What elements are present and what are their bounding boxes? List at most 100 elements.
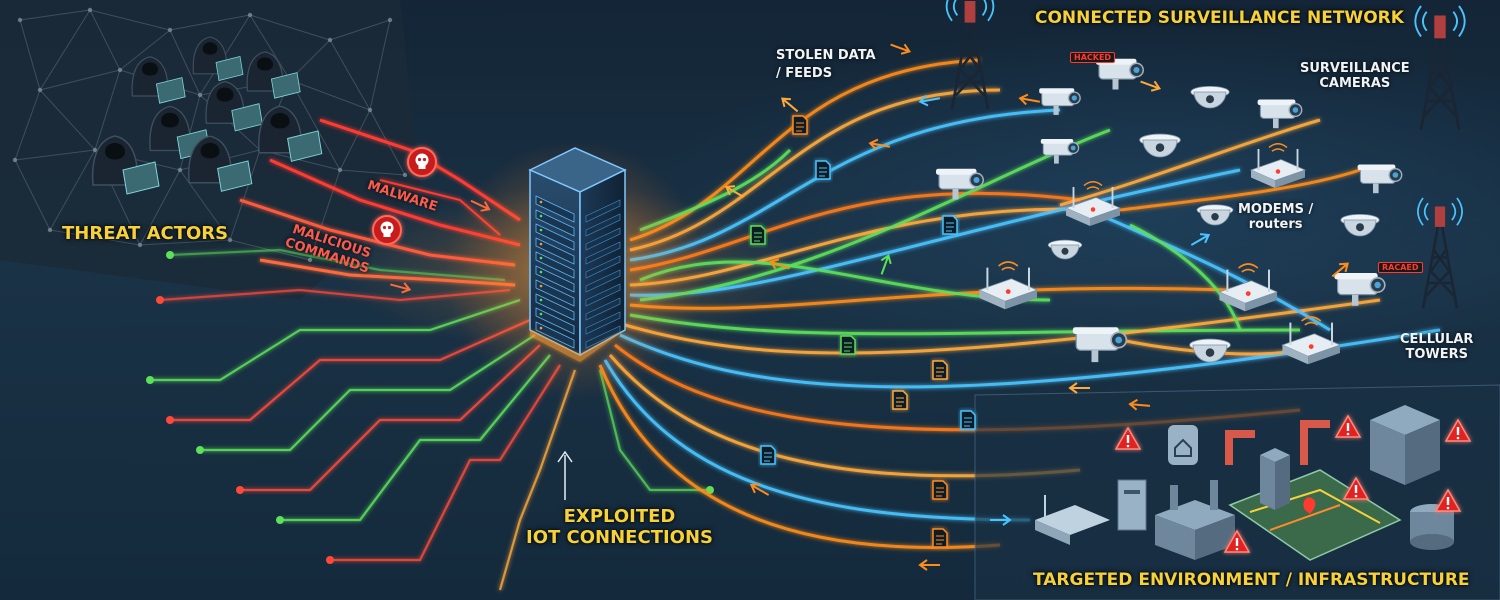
rack-slot [535, 265, 575, 293]
data-flow-line [1129, 223, 1242, 331]
building-icon [1370, 405, 1440, 485]
mesh-node [117, 67, 123, 73]
hooded-hacker-icon [246, 51, 301, 99]
router-icon [1064, 181, 1122, 226]
stolen-data-line-1: STOLEN DATA [776, 48, 876, 63]
surveillance-camera-icon [1096, 58, 1144, 90]
threat-actors-label: THREAT ACTORS [62, 223, 229, 244]
rack-slot [535, 237, 575, 265]
exploited-iot-label: EXPLOITED IOT CONNECTIONS [526, 506, 713, 548]
cellular-towers-line-1: CELLULAR [1400, 332, 1474, 347]
cellular-towers-label: CELLULAR TOWERS [1400, 332, 1474, 363]
cellular-towers-line-2: TOWERS [1405, 346, 1468, 362]
hooded-hacker-icon [188, 135, 253, 192]
surveillance-camera-icon [1334, 273, 1386, 306]
mesh-node [17, 17, 23, 23]
exploited-iot-line-2: IOT CONNECTIONS [526, 526, 713, 548]
hooded-hacker-icon [205, 80, 263, 132]
targeted-environment-label: TARGETED ENVIRONMENT / INFRASTRUCTURE [1033, 570, 1470, 590]
data-flow-line [629, 286, 1231, 310]
stolen-data-label: STOLEN DATA / FEEDS [776, 47, 876, 82]
circuit-node [156, 296, 164, 304]
mesh-node [227, 237, 233, 243]
direction-arrows [390, 43, 1349, 571]
mesh-node [92, 147, 98, 153]
direction-arrow [1190, 233, 1211, 246]
direction-arrow [781, 97, 799, 113]
circuit-node [166, 416, 174, 424]
hooded-hacker-icon [258, 105, 323, 162]
circuit-node [196, 446, 204, 454]
surveillance-camera-icon [1257, 99, 1303, 129]
data-flow-line [1099, 213, 1331, 332]
warning-icon [1342, 476, 1370, 500]
skull-icon [372, 215, 402, 245]
direction-arrow [768, 258, 790, 270]
data-flow-line [619, 328, 1441, 389]
data-flow-line [603, 359, 1031, 522]
warning-icon [1114, 426, 1142, 450]
dome-camera-icon [1340, 213, 1380, 237]
direction-arrow [724, 185, 745, 198]
modems-routers-label: MODEMS / routers [1238, 202, 1313, 233]
mesh-node [402, 172, 408, 178]
surveillance-camera-icon [1357, 164, 1403, 194]
router-icon [1249, 143, 1307, 188]
router-icon [1281, 316, 1342, 365]
targeted-environment-panel [974, 384, 1500, 600]
direction-arrow [990, 514, 1012, 526]
dome-camera-icon [1047, 239, 1083, 260]
data-flow-line [624, 298, 1381, 355]
rack-slot [535, 223, 575, 251]
exploited-iot-line-1: EXPLOITED [563, 506, 676, 527]
surveillance-cameras-label: SURVEILLANCE CAMERAS [1300, 61, 1410, 92]
document-icon [932, 360, 948, 380]
mesh-node [137, 242, 143, 248]
rack-slot [535, 293, 575, 321]
mesh-node [337, 167, 343, 173]
hooded-hacker-icon [149, 105, 211, 160]
cell-tower-icon [1414, 5, 1466, 130]
document-icon [840, 335, 856, 355]
document-icon [942, 215, 958, 235]
server-rack-icon [528, 147, 627, 362]
skull-icon [407, 147, 437, 177]
server-box-icon [1117, 479, 1147, 531]
dome-camera-icon [1139, 133, 1181, 158]
circuit-nodes [146, 251, 714, 564]
direction-arrow [868, 138, 891, 151]
warning-icon [1434, 488, 1462, 512]
warning-icons [1114, 414, 1472, 553]
circuit-node [166, 251, 174, 259]
circuit-node [236, 486, 244, 494]
data-flow-line [1059, 118, 1321, 207]
rack-slot [535, 251, 575, 279]
stolen-data-line-2: / FEEDS [776, 65, 833, 81]
document-icon [815, 160, 831, 180]
direction-arrow [890, 43, 912, 55]
mesh-node [247, 12, 253, 18]
circuit-traces [150, 248, 710, 591]
rack-slot [535, 321, 575, 349]
surveillance-cameras-line-1: SURVEILLANCE [1300, 61, 1410, 76]
document-icon [932, 528, 948, 548]
dome-camera-icon [1190, 85, 1230, 109]
mesh-node [367, 107, 373, 113]
circuit-node [276, 516, 284, 524]
document-icons [750, 115, 976, 548]
smart-home-icon [1168, 425, 1198, 465]
document-icon [792, 115, 808, 135]
document-icon [750, 225, 766, 245]
router-icon [978, 261, 1039, 310]
hooded-hacker-icon [91, 135, 160, 195]
hacked-tag: HACKED [1070, 52, 1116, 63]
rack-slot [535, 307, 575, 335]
data-flow-line [629, 313, 1301, 336]
surveillance-cameras-line-2: CAMERAS [1319, 75, 1391, 91]
modems-routers-line-2: routers [1248, 216, 1303, 232]
router-icon [1035, 495, 1110, 545]
document-icon [960, 410, 976, 430]
hooded-hacker-icon [192, 36, 244, 81]
